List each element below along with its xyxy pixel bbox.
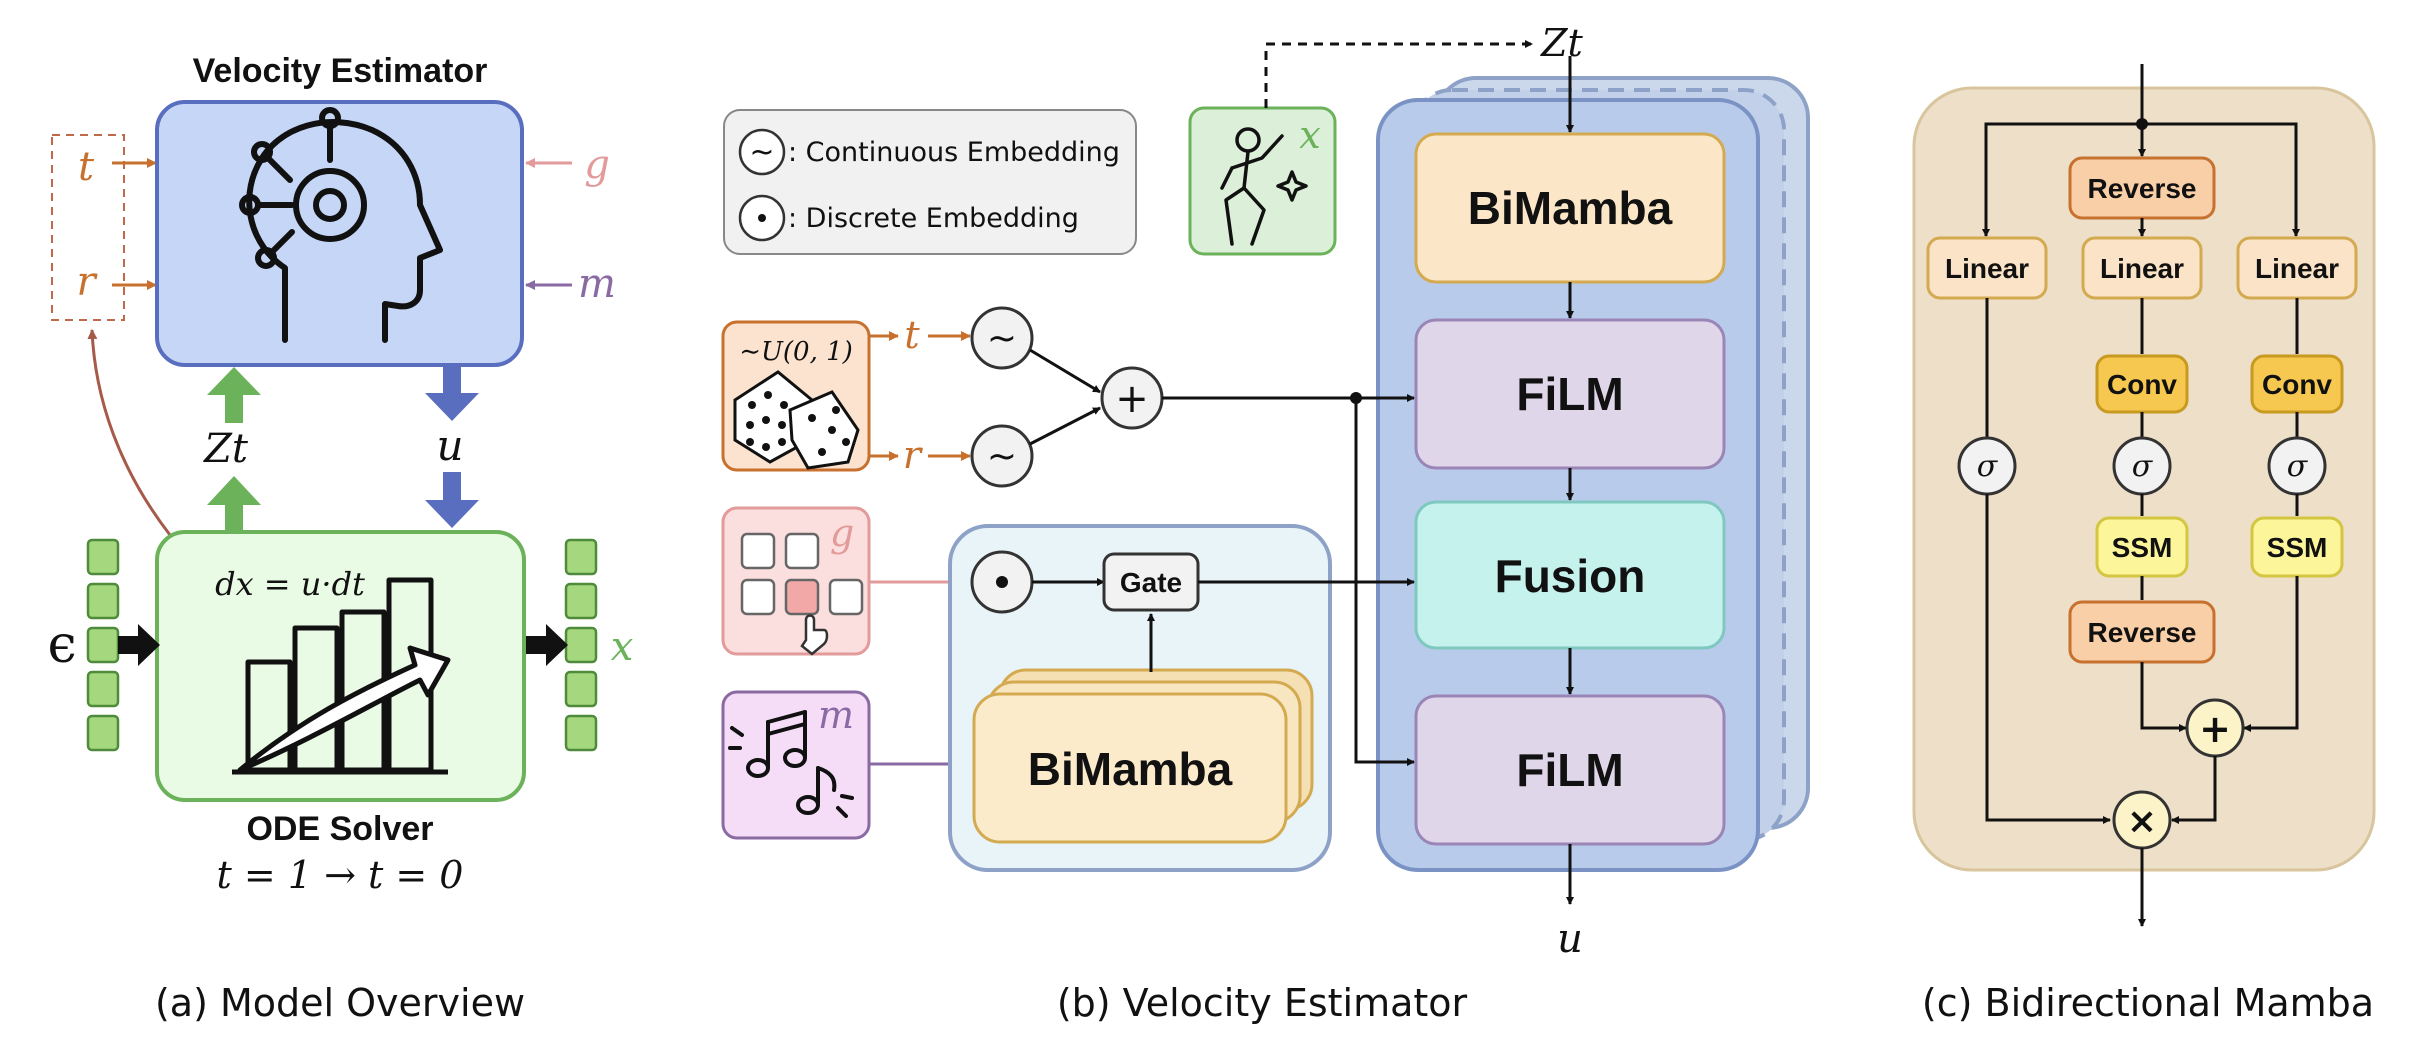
output-x-label: x (611, 624, 634, 670)
u-down-arrows (425, 365, 479, 528)
velocity-estimator-title: Velocity Estimator (193, 52, 488, 90)
r-embed-tilde: ~ (987, 436, 1017, 477)
film-2-label: FiLM (1516, 744, 1623, 796)
ode-time-range: t = 1 → t = 0 (217, 853, 464, 897)
var-g-b: g (830, 511, 854, 555)
legend-box (723, 109, 1137, 255)
var-x-b: x (1299, 113, 1320, 157)
conv-right-label: Conv (2262, 369, 2332, 400)
output-token-stack (564, 538, 598, 752)
legend-continuous-icon (738, 128, 786, 176)
sigma-left-label: σ (1977, 449, 1999, 484)
var-r-b: r (903, 433, 924, 477)
input-t-label: t (78, 144, 95, 190)
r-continuous-embed-node (970, 424, 1034, 488)
uniform-label: ∼U(0, 1) (739, 337, 853, 367)
time-inputs-box (51, 134, 125, 321)
epsilon-label: ϵ (47, 615, 76, 675)
linear-mid-label: Linear (2100, 253, 2184, 284)
line-time-to-film2 (1354, 398, 1415, 766)
split-left (1982, 122, 2142, 237)
time-sum-plus: + (1115, 376, 1149, 422)
bimamba-main-label: BiMamba (1468, 182, 1673, 234)
t-continuous-embed-node (970, 306, 1034, 370)
grid-select-icon (740, 532, 864, 656)
dice-icon (733, 370, 860, 470)
motion-to-zt-dashed (1264, 40, 1533, 108)
output-u-label: u (1557, 916, 1583, 962)
linear-left-label: Linear (1945, 253, 2029, 284)
bimamba-music-label: BiMamba (1028, 743, 1233, 795)
arrow-r-to-plus (1029, 406, 1101, 446)
motion-input-box (1188, 106, 1337, 256)
ssm-right-to-plus (2243, 576, 2299, 732)
music-notes-icon (728, 710, 854, 818)
noise-token-stack (86, 538, 120, 752)
zt-label: Zt (202, 426, 249, 472)
reverse-top-label: Reverse (2088, 173, 2197, 204)
legend-discrete-label: : Discrete Embedding (788, 203, 1079, 234)
arrow-x-out (526, 624, 568, 666)
fusion-label: Fusion (1495, 550, 1646, 602)
u-label: u (436, 421, 463, 470)
panel-model-overview: Velocity Estimator t r g m (47, 52, 633, 1025)
growth-chart-icon (232, 577, 451, 775)
caption-b: (b) Velocity Estimator (1057, 981, 1468, 1025)
legend-dot-glyph (758, 214, 766, 222)
film-1-label: FiLM (1516, 368, 1623, 420)
split-right (2142, 122, 2300, 237)
head-gear-icon (239, 107, 443, 343)
ode-solver-title: ODE Solver (246, 810, 433, 848)
ode-equation: dx = u·dt (215, 565, 365, 603)
ssm-right-label: SSM (2267, 532, 2328, 563)
legend-continuous-label: : Continuous Embedding (788, 137, 1120, 168)
feedback-arrow (87, 329, 172, 536)
product-node-label: × (2127, 801, 2157, 842)
decoder-stack-front (1376, 98, 1760, 872)
linear-right-label: Linear (2255, 253, 2339, 284)
input-m-label: m (578, 261, 616, 307)
bimamba-music-block (972, 692, 1288, 844)
sum-node-label: + (2199, 707, 2231, 751)
t-embed-tilde: ~ (987, 318, 1017, 359)
sum-to-times (2171, 756, 2217, 824)
ssm-mid-label: SSM (2112, 532, 2173, 563)
arrow-t-to-plus (1029, 348, 1101, 394)
reverse-to-plus (2140, 662, 2187, 732)
var-t-b: t (904, 313, 920, 357)
discrete-embed-dot (996, 576, 1008, 588)
input-r-label: r (76, 259, 98, 305)
zt-label-b: Zt (1540, 21, 1583, 65)
caption-a: (a) Model Overview (155, 981, 525, 1025)
caption-c: (c) Bidirectional Mamba (1922, 981, 2374, 1025)
legend-tilde-glyph: ~ (749, 135, 774, 170)
velocity-estimator-box (155, 100, 524, 367)
sigma-mid-label: σ (2132, 449, 2154, 484)
conv-mid-label: Conv (2107, 369, 2177, 400)
input-g-label: g (584, 142, 610, 188)
reverse-bottom-label: Reverse (2088, 617, 2197, 648)
panel-bidirectional-mamba: Reverse Linear Linear Linear σ Conv σ SS… (1912, 64, 2376, 1025)
var-m-b: m (818, 693, 854, 737)
left-branch-to-times (1985, 494, 2111, 824)
gate-label: Gate (1120, 567, 1182, 598)
zt-up-arrows (207, 367, 261, 535)
panel-velocity-estimator: ~ : Continuous Embedding : Discrete Embe… (721, 21, 1810, 1025)
sigma-right-label: σ (2287, 449, 2309, 484)
arrow-eps-in (118, 624, 160, 666)
dancer-icon (1220, 127, 1308, 246)
